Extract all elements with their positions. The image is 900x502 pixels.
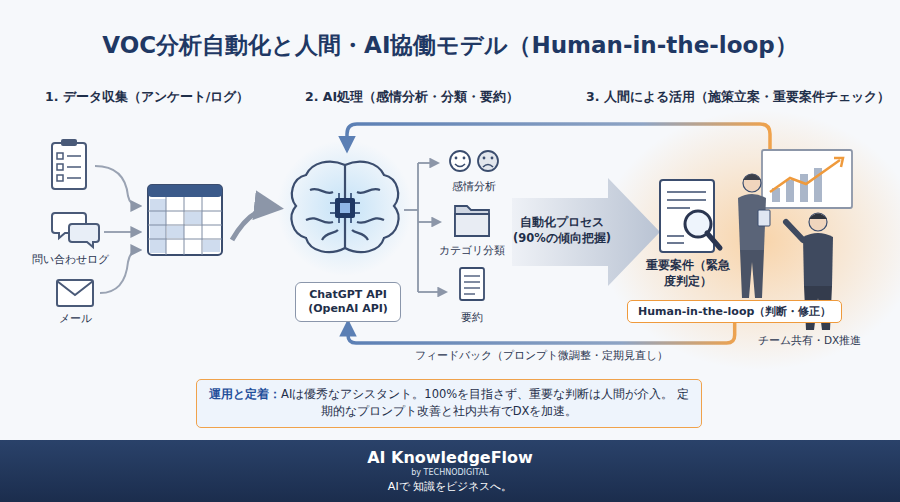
- diagram-title: VOC分析自動化と人間・AI協働モデル（Human-in-the-loop）: [0, 30, 900, 61]
- note-box: 運用と定着：AIは優秀なアシスタント。100%を目指さず、重要な判断は人間が介入…: [196, 379, 702, 428]
- brand-name: AI KnowledgeFlow: [0, 448, 900, 467]
- team-share-label: チーム共有・DX推進: [758, 334, 861, 348]
- output-label: カテゴリ分類: [439, 244, 505, 258]
- brand-tagline: AIで 知識をビジネスへ。: [0, 479, 900, 494]
- source-label: メール: [59, 312, 92, 326]
- section-heading: 3. 人間による活用（施策立案・重要案件チェック）: [586, 89, 890, 106]
- source-label: 問い合わせログ: [32, 253, 109, 267]
- edge-label: フィードバック（プロンプト微調整・定期見直し）: [411, 349, 672, 363]
- note-body: AIは優秀なアシスタント。100%を目指さず、重要な判断は人間が介入。 定期的な…: [281, 387, 689, 418]
- hitl-box: Human-in-the-loop（判断・修正）: [627, 300, 842, 323]
- section-heading: 1. データ収集（アンケート/ログ）: [45, 89, 249, 106]
- output-label: 感情分析: [452, 180, 496, 194]
- node-text: ChatGPT API (OpenAI API): [302, 288, 394, 316]
- footer-band: AI KnowledgeFlowby TECHNODIGITAL AIで 知識をビ…: [0, 440, 900, 502]
- process-arrow-label: 自動化プロセス (90%の傾向把握): [512, 215, 612, 246]
- feedback-connector: [348, 323, 735, 344]
- output-label: 要約: [461, 311, 483, 325]
- section-heading: 2. AI処理（感情分析・分類・要約）: [305, 89, 519, 106]
- node-text: Human-in-the-loop（判断・修正）: [638, 304, 831, 319]
- brand-sub: by TECHNODIGITAL: [0, 468, 900, 477]
- note-heading: 運用と定着：: [209, 387, 281, 401]
- important-case-label: 重要案件（緊急度判定）: [646, 258, 730, 289]
- api-box: ChatGPT API (OpenAI API): [295, 282, 401, 322]
